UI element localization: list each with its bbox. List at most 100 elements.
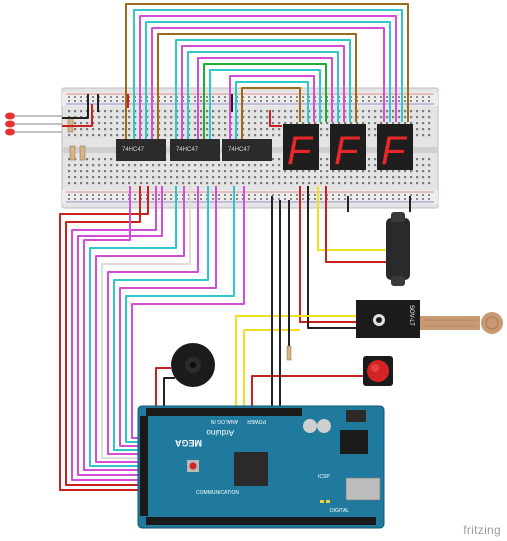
jumper-wire (62, 94, 89, 119)
breadboard-hole (152, 134, 155, 137)
ic-chip-3: 74HC47 (222, 139, 272, 161)
rail-hole (296, 100, 298, 102)
board-side-label-power: POWER (247, 418, 266, 424)
rail-hole (80, 96, 82, 98)
rail-hole (134, 198, 136, 200)
rail-hole (170, 100, 172, 102)
breadboard-hole (374, 170, 377, 173)
lower-wire (65, 186, 146, 486)
lower-wire (59, 186, 149, 491)
rail-hole (278, 194, 280, 196)
breadboard-hole (374, 116, 377, 119)
breadboard-hole (86, 128, 89, 131)
breadboard-hole (122, 176, 125, 179)
breadboard-hole (182, 176, 185, 179)
rail-hole (278, 198, 280, 200)
rail-hole (416, 100, 418, 102)
breadboard-hole (314, 110, 317, 113)
breadboard-hole (284, 122, 287, 125)
breadboard-hole (230, 134, 233, 137)
breadboard-hole (122, 116, 125, 119)
rail-hole (260, 100, 262, 102)
breadboard-hole (266, 170, 269, 173)
breadboard-hole (320, 164, 323, 167)
rail-hole (92, 96, 94, 98)
breadboard-hole (98, 182, 101, 185)
breadboard-hole (74, 164, 77, 167)
breadboard-hole (266, 116, 269, 119)
breadboard-hole (308, 110, 311, 113)
breadboard-hole (176, 176, 179, 179)
rail-hole (386, 96, 388, 98)
top-wire (181, 45, 345, 139)
breadboard-hole (242, 110, 245, 113)
rail-hole (236, 198, 238, 200)
breadboard-hole (368, 110, 371, 113)
breadboard-hole (314, 170, 317, 173)
rail-hole (320, 194, 322, 196)
breadboard-hole (230, 164, 233, 167)
top-wire (197, 57, 333, 139)
breadboard-hole (218, 164, 221, 167)
breadboard-hole (134, 170, 137, 173)
breadboard-hole (248, 134, 251, 137)
breadboard-hole (254, 164, 257, 167)
rail-hole (206, 96, 208, 98)
breadboard-hole (98, 122, 101, 125)
led-2 (5, 120, 15, 128)
breadboard-hole (218, 110, 221, 113)
breadboard-hole (416, 176, 419, 179)
breadboard-hole (350, 122, 353, 125)
breadboard-hole (368, 182, 371, 185)
breadboard-hole (368, 122, 371, 125)
lower-wire (119, 186, 217, 447)
breadboard-hole (128, 128, 131, 131)
breadboard-hole (218, 128, 221, 131)
breadboard-hole (356, 176, 359, 179)
breadboard-hole (170, 116, 173, 119)
breadboard-hole (182, 116, 185, 119)
breadboard-hole (392, 182, 395, 185)
breadboard-hole (428, 134, 431, 137)
breadboard-hole (290, 116, 293, 119)
rail-hole (122, 100, 124, 102)
breadboard-hole (164, 164, 167, 167)
breadboard-hole (134, 182, 137, 185)
breadboard-hole (230, 116, 233, 119)
breadboard-hole (206, 110, 209, 113)
rail-hole (422, 96, 424, 98)
breadboard-hole (194, 122, 197, 125)
breadboard-hole (110, 134, 113, 137)
breadboard-hole (326, 170, 329, 173)
breadboard-hole (230, 128, 233, 131)
breadboard-hole (260, 176, 263, 179)
breadboard-hole (128, 110, 131, 113)
breadboard-hole (386, 110, 389, 113)
breadboard-hole (242, 164, 245, 167)
breadboard-hole (308, 116, 311, 119)
rail-hole (74, 100, 76, 102)
breadboard-hole (146, 164, 149, 167)
breadboard-hole (236, 170, 239, 173)
breadboard-hole (416, 128, 419, 131)
breadboard-hole (170, 164, 173, 167)
buzzer-wire (163, 377, 175, 406)
seven-segment-display-3: F (377, 124, 413, 173)
rail-hole (206, 100, 208, 102)
top-wire (133, 9, 403, 139)
rail-hole (260, 96, 262, 98)
breadboard-hole (224, 122, 227, 125)
breadboard-hole (104, 182, 107, 185)
rail-hole (404, 198, 406, 200)
breadboard-hole (362, 110, 365, 113)
breadboard-hole (140, 176, 143, 179)
breadboard-hole (236, 164, 239, 167)
rail-hole (248, 198, 250, 200)
red-leds (5, 112, 62, 136)
breadboard-hole (428, 158, 431, 161)
rail-hole (248, 96, 250, 98)
breadboard-hole (86, 182, 89, 185)
board-side-label-digital: DIGITAL (330, 508, 349, 514)
breadboard-hole (224, 182, 227, 185)
seven-segment-display-2: F (330, 124, 366, 173)
